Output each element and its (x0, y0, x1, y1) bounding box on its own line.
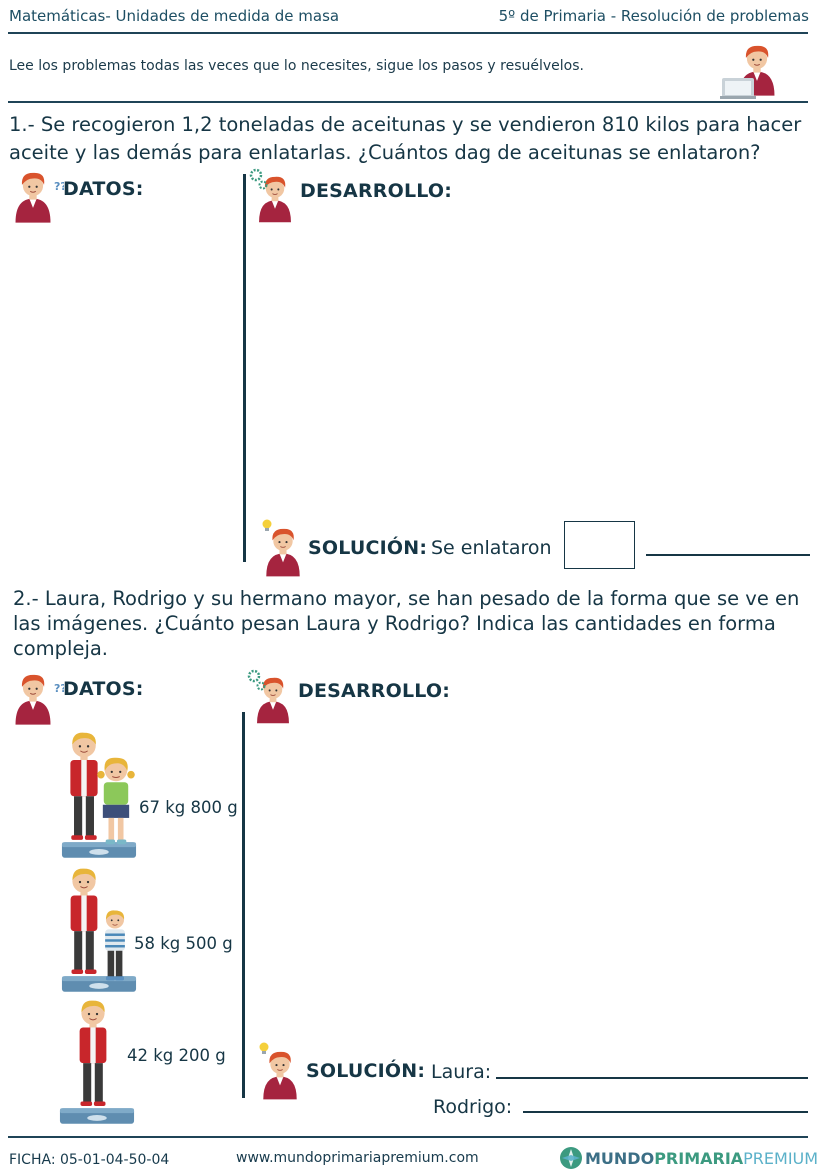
problem2-divider (242, 712, 245, 1098)
brand-mundo: MUNDO (585, 1149, 655, 1168)
teacher-laptop-icon (720, 36, 780, 100)
thinking-character-icon: ?? (10, 668, 67, 726)
problem1-line2: aceite y las demás para enlatarlas. ¿Cuá… (9, 141, 761, 164)
intro-instructions: Lee los problemas todas las veces que lo… (9, 58, 584, 74)
gears-character-icon (248, 166, 296, 224)
header-subject: Matemáticas- Unidades de medida de masa (9, 7, 340, 25)
idea-character-icon (254, 1040, 302, 1102)
rodrigo-label: Rodrigo: (433, 1096, 513, 1118)
svg-text:??: ?? (54, 180, 64, 193)
scale-laura-and-brother-image (58, 730, 140, 864)
problem2-solucion-label: SOLUCIÓN: (306, 1060, 426, 1082)
weight-1: 67 kg 800 g (139, 798, 238, 817)
answer-box[interactable] (564, 521, 635, 569)
problem2-datos-label: DATOS: (63, 678, 144, 700)
gears-character-icon (246, 667, 294, 725)
problem2-line3: compleja. (13, 637, 109, 660)
problem1-solucion-label: SOLUCIÓN: (308, 537, 428, 559)
brand-logo: MUNDOPRIMARIAPREMIUM (585, 1149, 818, 1168)
svg-text:??: ?? (54, 682, 64, 695)
problem1-line1: 1.- Se recogieron 1,2 toneladas de aceit… (9, 113, 802, 136)
logo-globe-icon (559, 1146, 583, 1170)
problem1-desarrollo-label: DESARROLLO: (300, 180, 453, 202)
header-rule (8, 32, 808, 34)
intro-rule (8, 101, 808, 103)
scale-rodrigo-and-brother-image (58, 866, 140, 998)
laura-label: Laura: (431, 1061, 492, 1083)
problem2-desarrollo-label: DESARROLLO: (298, 680, 451, 702)
problem2-line2: las imágenes. ¿Cuánto pesan Laura y Rodr… (13, 612, 776, 635)
problem1-divider (243, 174, 246, 562)
problem1-solucion-text: Se enlataron (431, 537, 552, 559)
rodrigo-answer-line[interactable] (523, 1111, 808, 1113)
thinking-character-icon: ?? (10, 166, 67, 224)
website-url[interactable]: www.mundoprimariapremium.com (236, 1150, 479, 1166)
idea-character-icon (257, 517, 305, 579)
ficha-code: FICHA: 05-01-04-50-04 (9, 1152, 170, 1168)
scale-brother-image (56, 998, 138, 1130)
brand-premium: PREMIUM (743, 1149, 819, 1168)
weight-3: 42 kg 200 g (127, 1046, 226, 1065)
header-grade: 5º de Primaria - Resolución de problemas (498, 7, 809, 25)
unit-answer-line[interactable] (646, 554, 810, 556)
laura-answer-line[interactable] (496, 1077, 808, 1079)
brand-primaria: PRIMARIA (654, 1149, 744, 1168)
weight-2: 58 kg 500 g (134, 934, 233, 953)
problem2-line1: 2.- Laura, Rodrigo y su hermano mayor, s… (13, 587, 800, 610)
footer-rule (8, 1136, 808, 1138)
problem1-datos-label: DATOS: (63, 178, 144, 200)
